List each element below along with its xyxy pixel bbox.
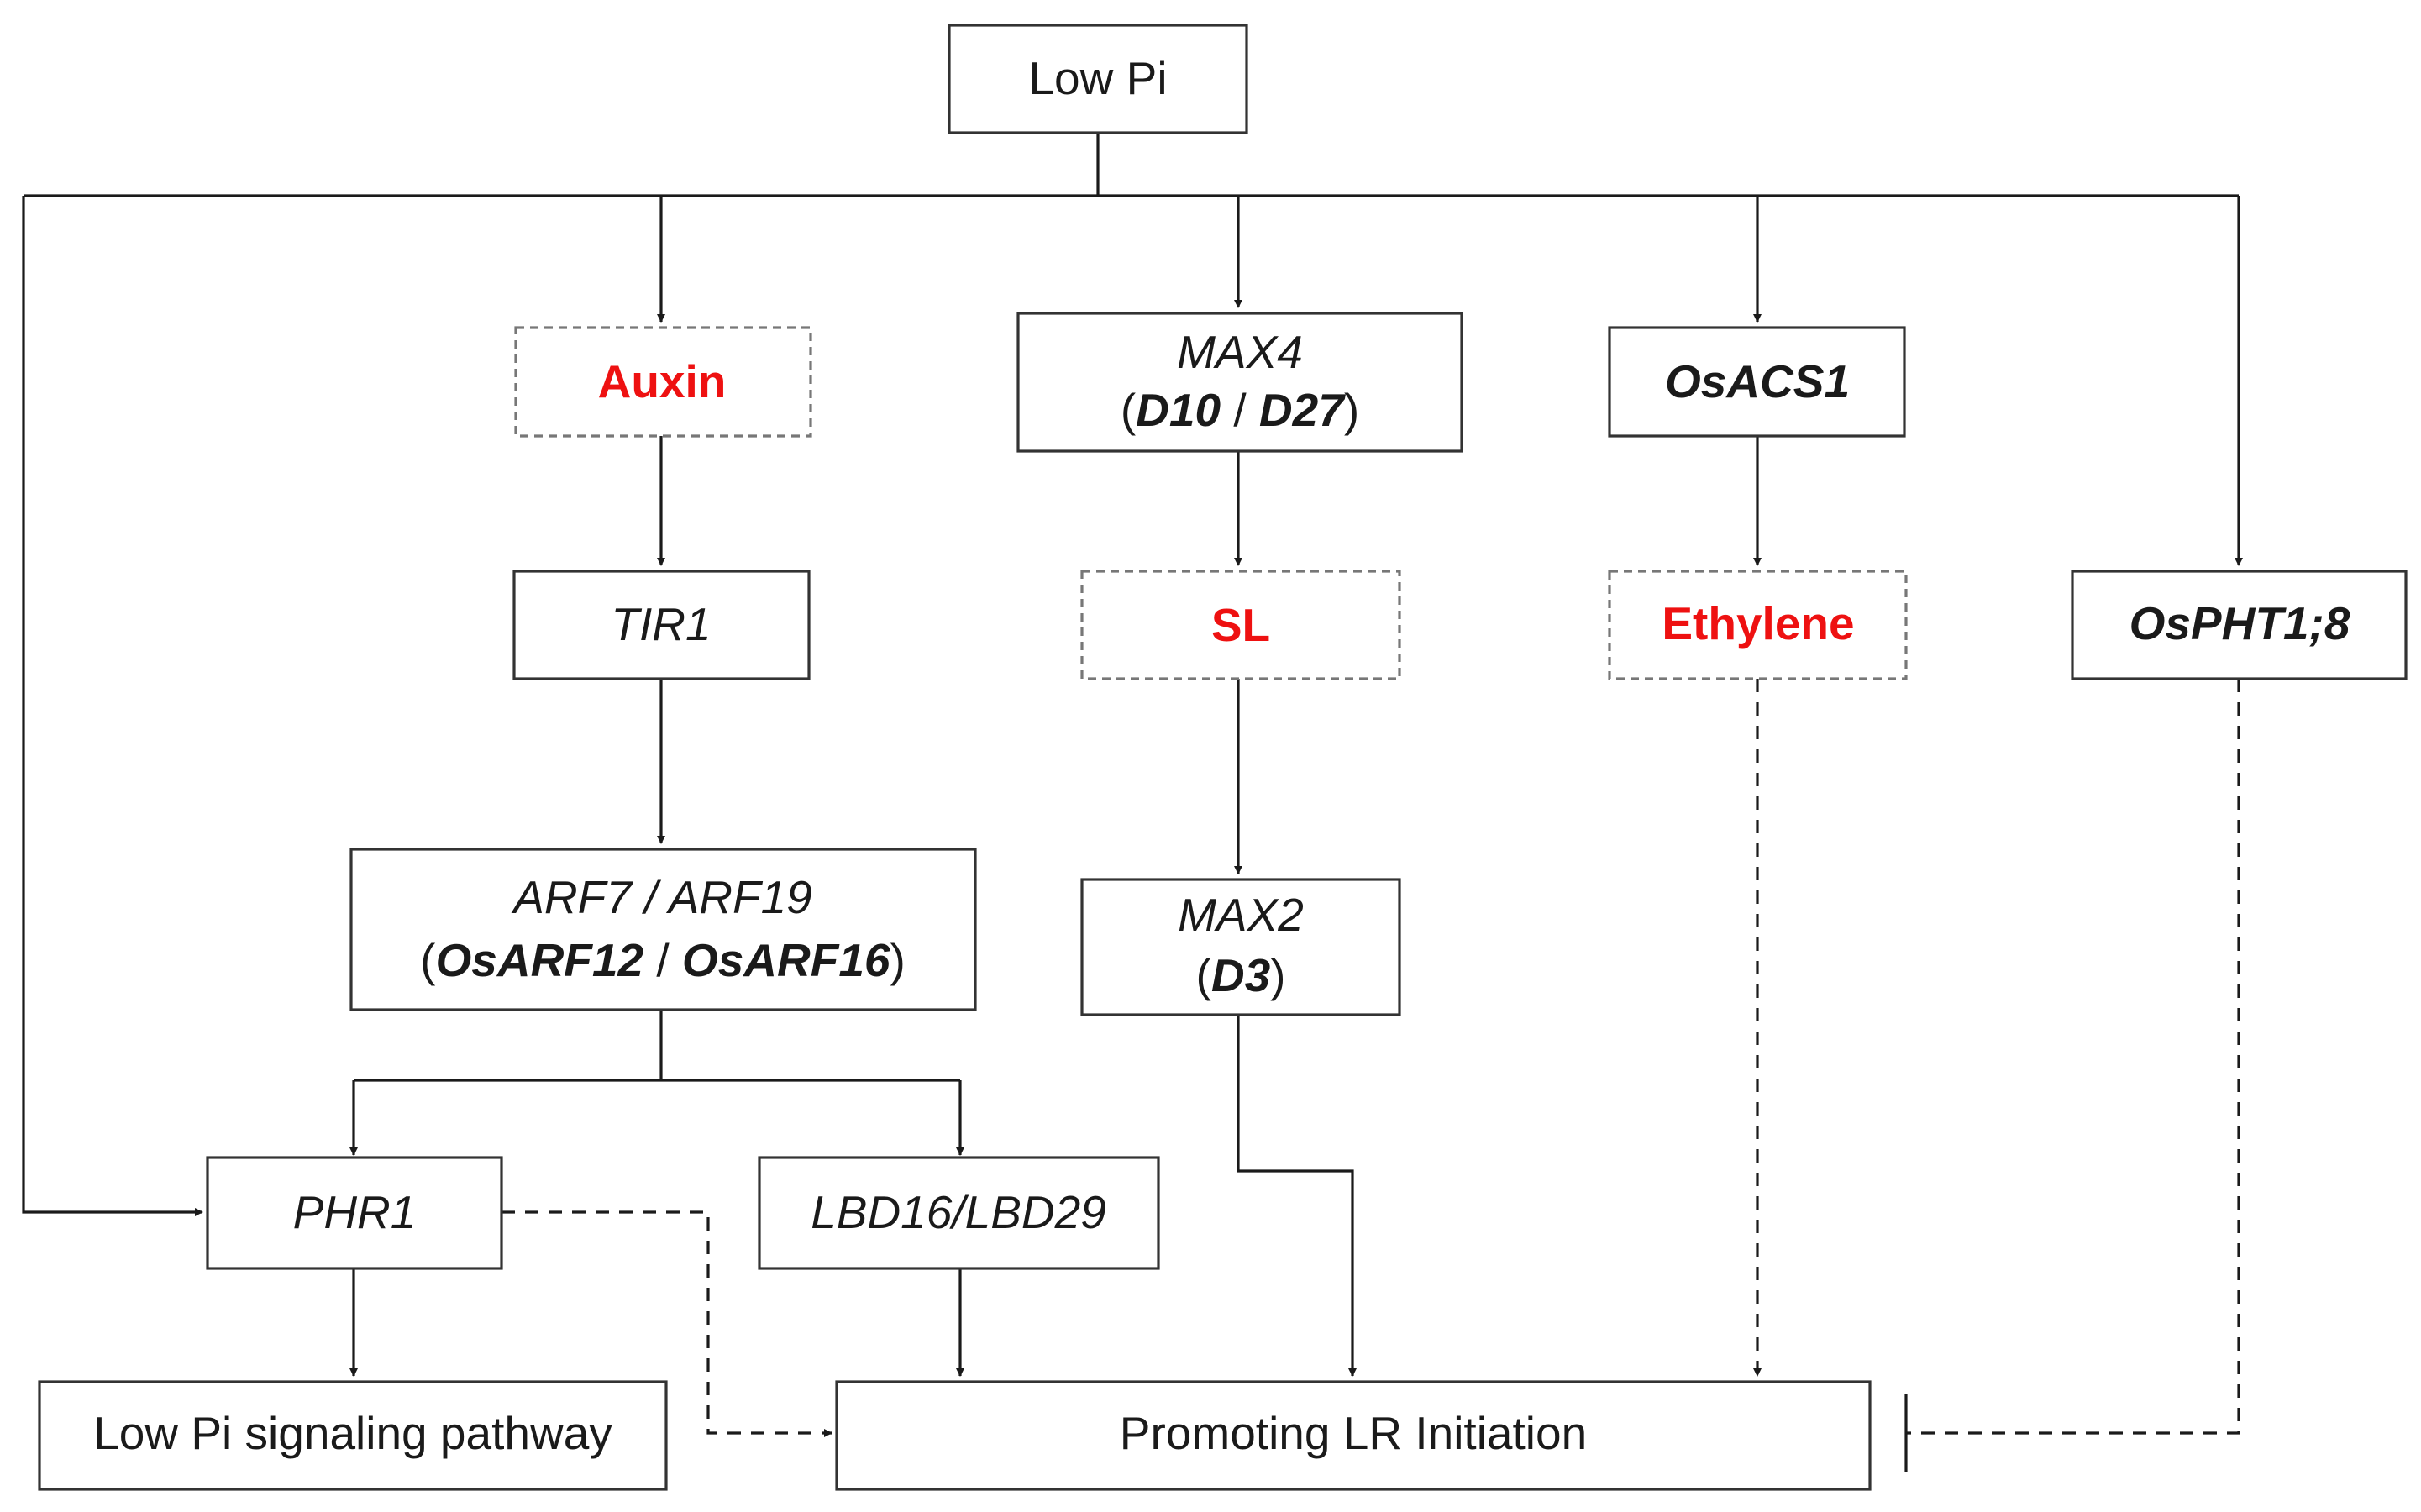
edge-max2-to-promoting [1237,1015,1357,1377]
node-sl: SL [1080,570,1401,680]
edge-lowpi-to-phr1 [22,196,203,1216]
node-max4-line1: MAX4 [1177,326,1303,378]
node-phr1: PHR1 [206,1156,503,1270]
node-osacs1-label: OsACS1 [1665,355,1850,407]
gene-d27: D27 [1259,384,1346,436]
node-ethylene-label: Ethylene [1662,597,1854,649]
gene-osarf12: OsARF12 [435,934,643,986]
node-arf: ARF7 / ARF19 (OsARF12 / OsARF16) [349,848,977,1011]
node-sl-label: SL [1211,599,1270,651]
node-low-pi: Low Pi [948,24,1248,134]
node-auxin-label: Auxin [598,355,727,407]
node-max2-line1: MAX2 [1178,889,1304,941]
gene-d3: D3 [1211,949,1270,1001]
node-lbd: LBD16/LBD29 [758,1156,1160,1270]
gene-d10: D10 [1136,384,1221,436]
node-tir1-label: TIR1 [611,598,711,650]
node-ospht-label: OsPHT1;8 [2130,597,2350,649]
node-phr1-label: PHR1 [293,1186,417,1238]
edge-ospht-inhibits-promoting [1906,679,2240,1435]
node-promoting-lr-label: Promoting LR Initiation [1120,1407,1587,1459]
node-arf-line1: ARF7 / ARF19 [511,871,812,923]
node-promoting-lr: Promoting LR Initiation [835,1380,1872,1491]
gene-osarf16: OsARF16 [682,934,890,986]
node-low-pi-label: Low Pi [1028,52,1167,104]
node-max2: MAX2 (D3) [1080,878,1401,1016]
edge-phr1-to-promoting [502,1210,832,1437]
node-lbd-label: LBD16/LBD29 [811,1186,1106,1238]
node-arf-line2: (OsARF12 / OsARF16) [420,934,906,986]
edge-arf-split [354,1010,960,1082]
connectors [22,133,2243,1472]
node-ospht: OsPHT1;8 [2071,570,2408,680]
node-osacs1: OsACS1 [1608,326,1906,438]
node-max4: MAX4 (D10 / D27) [1016,312,1463,453]
node-auxin: Auxin [514,326,812,438]
node-tir1: TIR1 [512,570,811,680]
node-max2-line2: (D3) [1196,949,1286,1001]
node-max4-line2: (D10 / D27) [1121,384,1359,436]
node-ethylene: Ethylene [1608,570,1908,680]
node-low-pi-signaling: Low Pi signaling pathway [38,1380,668,1491]
node-low-pi-signaling-label: Low Pi signaling pathway [93,1407,612,1459]
